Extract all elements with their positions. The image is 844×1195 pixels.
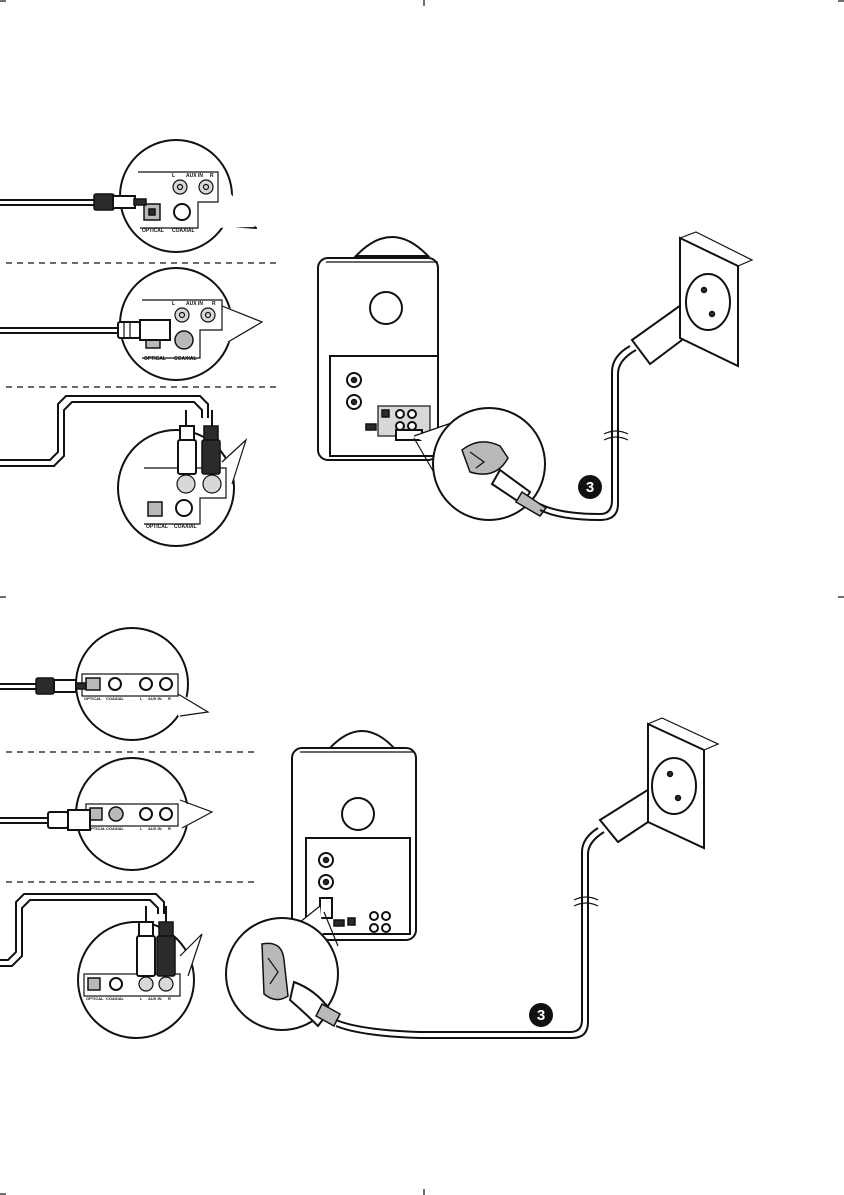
coaxial-connection-bubble-bottom: OPTICAL COAXIAL L AUX IN R — [76, 758, 212, 870]
label-r: R — [168, 826, 171, 831]
label-aux-in: AUX IN — [148, 826, 162, 831]
label-coaxial: COAXIAL — [106, 826, 125, 831]
label-aux-in: AUX IN — [186, 301, 203, 307]
wall-socket-icon — [648, 718, 718, 848]
label-coaxial: COAXIAL — [174, 524, 197, 530]
speaker-icon — [292, 731, 416, 940]
step-number: 3 — [537, 1007, 545, 1024]
label-l: L — [172, 301, 175, 307]
label-r: R — [210, 173, 214, 179]
step-badge: 3 — [578, 475, 602, 499]
speaker-icon — [318, 237, 438, 460]
label-r: R — [168, 696, 171, 701]
step-number: 3 — [586, 479, 594, 496]
coaxial-plug-icon — [0, 320, 170, 340]
label-aux-in: AUX IN — [148, 996, 162, 1001]
coaxial-plug-icon — [0, 810, 90, 830]
label-optical: OPTICAL — [142, 228, 164, 234]
label-coaxial: COAXIAL — [106, 696, 125, 701]
label-coaxial: COAXIAL — [106, 996, 125, 1001]
label-coaxial: COAXIAL — [174, 356, 197, 362]
label-l: L — [172, 173, 175, 179]
rca-plug-icon — [0, 396, 220, 474]
optical-plug-icon — [0, 678, 86, 694]
label-r: R — [212, 301, 216, 307]
wall-socket-icon — [680, 232, 752, 366]
label-optical: OPTICAL — [84, 696, 102, 701]
label-aux-in: AUX IN — [148, 696, 162, 701]
label-coaxial: COAXIAL — [172, 228, 195, 234]
step-badge: 3 — [529, 1003, 553, 1027]
optical-connection-bubble-top: L AUX IN R OPTICAL COAXIAL — [120, 140, 256, 252]
label-optical: OPTICAL — [144, 356, 166, 362]
label-optical: OPTICAL — [146, 524, 168, 530]
label-aux-in: AUX IN — [186, 173, 203, 179]
label-optical: OPTICAL — [86, 996, 104, 1001]
optical-connection-bubble-bottom: OPTICAL COAXIAL L AUX IN R — [76, 628, 208, 740]
optical-plug-icon — [0, 194, 146, 210]
label-r: R — [168, 996, 171, 1001]
